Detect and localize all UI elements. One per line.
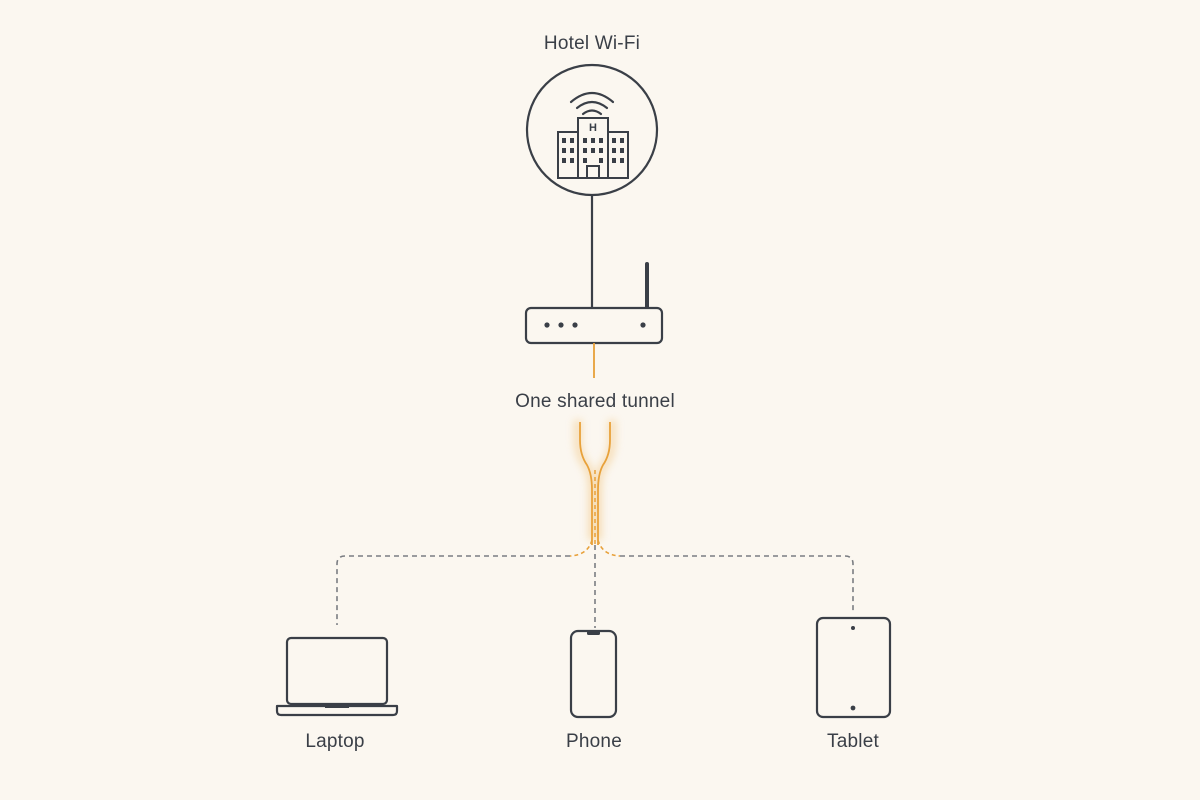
laptop-label: Laptop — [305, 731, 365, 752]
svg-text:H: H — [589, 122, 597, 134]
tablet-icon — [815, 616, 892, 719]
router-icon — [524, 262, 664, 345]
phone-label: Phone — [566, 731, 622, 752]
hotel-building-wifi-icon: H — [525, 63, 659, 197]
laptop-icon — [275, 636, 399, 717]
tablet-label: Tablet — [827, 731, 879, 752]
hotel-label: Hotel Wi-Fi — [543, 33, 641, 54]
tunnel-label: One shared tunnel — [515, 391, 675, 412]
tunnel-icon — [569, 420, 621, 557]
phone-icon — [569, 629, 618, 719]
distribution-lines — [336, 545, 854, 628]
